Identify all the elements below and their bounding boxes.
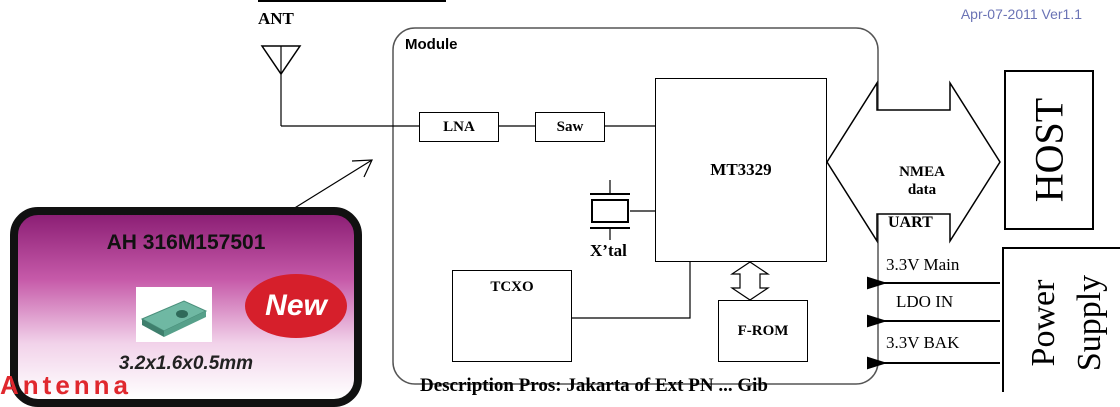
tcxo-block: TCXO bbox=[452, 270, 572, 362]
chip-antenna-icon bbox=[140, 300, 208, 337]
power-arrows bbox=[867, 276, 1000, 370]
xtal-label: X’tal bbox=[590, 241, 627, 260]
antenna-word: Antenna bbox=[0, 370, 132, 400]
card-title: AH 316M157501 bbox=[106, 231, 266, 254]
host-block: HOST bbox=[1004, 70, 1094, 230]
tcxo-label: TCXO bbox=[490, 279, 534, 295]
antenna-product-card: AH 316M157501 New 3.2x1.6x0.5mm bbox=[10, 207, 362, 407]
from-block: F-ROM bbox=[718, 300, 808, 362]
power-supply-word-2: Supply bbox=[1071, 274, 1108, 372]
from-label: F-ROM bbox=[737, 322, 789, 339]
chip-antenna-image bbox=[136, 287, 212, 342]
power-supply-block: Power Supply bbox=[1002, 247, 1120, 392]
new-badge: New bbox=[245, 274, 347, 338]
power-pin-3v3-main: 3.3V Main bbox=[886, 255, 960, 274]
figure-caption: Description Pros: Jakarta of Ext PN ... … bbox=[420, 375, 768, 396]
card-dimensions: 3.2x1.6x0.5mm bbox=[118, 353, 254, 374]
saw-block: Saw bbox=[535, 112, 605, 142]
uart-label: UART bbox=[888, 214, 933, 231]
mt3329-label: MT3329 bbox=[710, 160, 772, 179]
lna-block: LNA bbox=[419, 112, 499, 142]
header-rule bbox=[258, 0, 446, 2]
nmea-uart-bus-arrow bbox=[826, 80, 1001, 244]
mt3329-block: MT3329 bbox=[655, 78, 827, 262]
lna-label: LNA bbox=[443, 118, 475, 135]
block-diagram-wiring bbox=[242, 27, 1001, 385]
ant-label: ANT bbox=[258, 9, 294, 28]
host-label: HOST bbox=[1026, 97, 1072, 203]
crystal-symbol bbox=[590, 180, 655, 240]
power-pin-ldo-in: LDO IN bbox=[896, 292, 954, 311]
module-label: Module bbox=[405, 36, 458, 53]
saw-label: Saw bbox=[556, 118, 584, 135]
tcxo-to-mt3329-line bbox=[572, 262, 691, 319]
version-text: Apr-07-2011 Ver1.1 bbox=[960, 6, 1082, 22]
from-bus-arrow bbox=[730, 261, 770, 301]
nmea-data-label: NMEA data bbox=[899, 164, 945, 198]
power-pin-3v3-bak: 3.3V BAK bbox=[886, 333, 960, 352]
power-supply-word-1: Power bbox=[1025, 279, 1062, 367]
